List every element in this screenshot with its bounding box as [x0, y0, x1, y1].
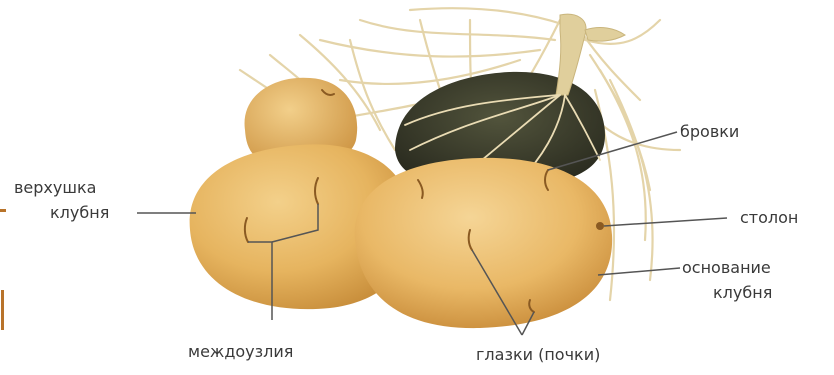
edge-mark-bottom [1, 290, 4, 330]
label-base-of-tuber-2: клубня [713, 283, 772, 303]
big-tuber-right [355, 158, 612, 328]
label-internodes: междоузлия [188, 342, 293, 362]
label-stolon: столон [740, 208, 798, 228]
label-base-of-tuber-1: основание [682, 258, 771, 278]
label-brows: бровки [680, 122, 739, 142]
label-top-of-tuber-1: верхушка [14, 178, 96, 198]
edge-mark-top [0, 209, 6, 212]
label-eyes: глазки (почки) [476, 345, 600, 365]
label-top-of-tuber-2: клубня [50, 203, 109, 223]
sprout [556, 14, 586, 95]
